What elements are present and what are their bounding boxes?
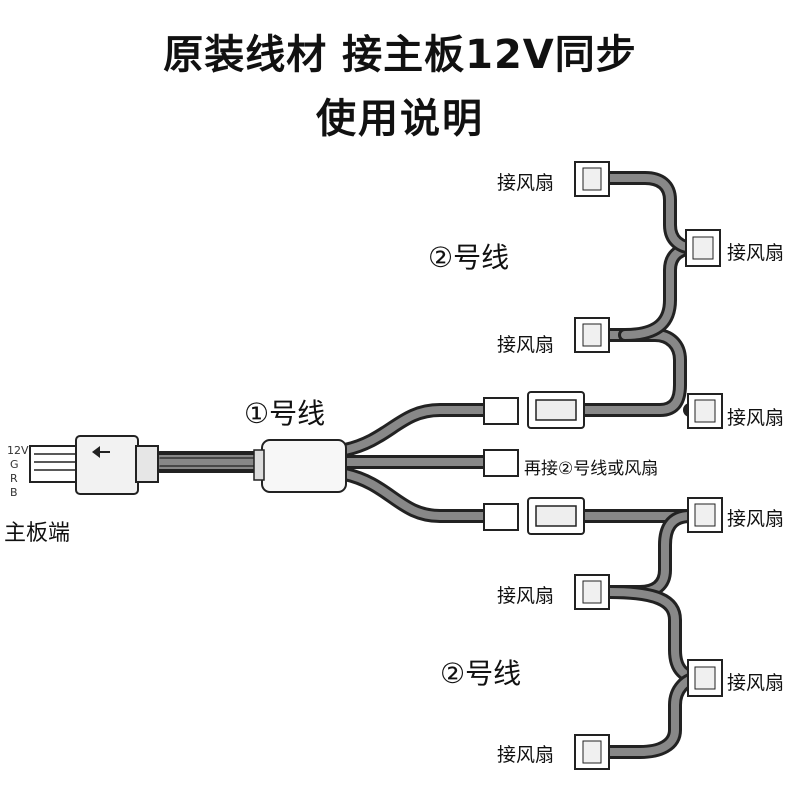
reconnect-label: 再接②号线或风扇 <box>524 459 659 479</box>
fan-connector <box>574 317 610 353</box>
title-line-2: 使用说明 <box>316 96 484 142</box>
top-harness-cable <box>578 171 712 417</box>
fan-label: 接风扇 <box>727 508 785 530</box>
fan-connector <box>574 734 610 770</box>
wire-2-label-top: ②号线 <box>428 241 510 274</box>
fan-label: 接风扇 <box>727 407 785 429</box>
fan-label: 接风扇 <box>497 585 555 607</box>
fan-connector <box>574 574 610 610</box>
branch-connector-top <box>483 391 585 429</box>
pin-label: 12V <box>7 444 29 457</box>
motherboard-connector <box>29 435 159 495</box>
wire-1-label: ①号线 <box>244 397 326 430</box>
bottom-harness-cable <box>578 509 712 759</box>
branch-connector-middle <box>483 449 519 477</box>
fan-label: 接风扇 <box>497 334 555 356</box>
fan-connector <box>687 497 723 533</box>
splitter-branches <box>338 403 495 523</box>
pin-label: R <box>10 472 18 485</box>
pin-label: G <box>10 458 19 471</box>
main-cable <box>149 451 273 473</box>
title-line-1: 原装线材 接主板12V同步 <box>163 32 637 78</box>
fan-label: 接风扇 <box>727 242 785 264</box>
fan-label: 接风扇 <box>497 744 555 766</box>
motherboard-label: 主板端 <box>4 521 71 546</box>
fan-connector <box>685 229 721 267</box>
fan-connector <box>687 393 723 429</box>
wire-2-label-bottom: ②号线 <box>440 657 522 690</box>
fan-connector <box>574 161 610 197</box>
pin-label: B <box>10 486 18 499</box>
fan-connector <box>687 659 723 697</box>
branch-connector-bottom <box>483 497 585 535</box>
splitter-hub <box>253 439 347 493</box>
fan-label: 接风扇 <box>497 172 555 194</box>
fan-label: 接风扇 <box>727 672 785 694</box>
